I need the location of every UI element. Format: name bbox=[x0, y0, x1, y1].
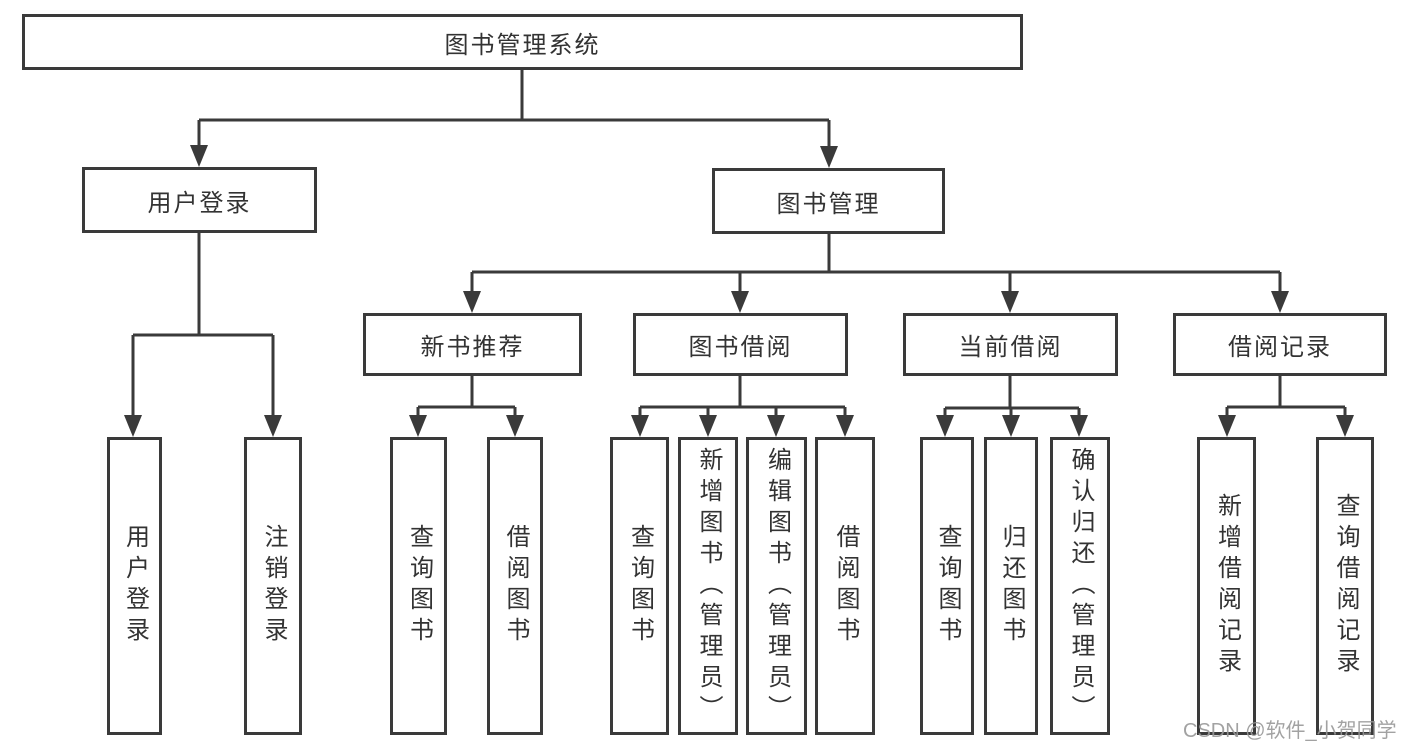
node-new-book-recommend: 新书推荐 bbox=[363, 313, 582, 376]
node-user-login: 用户登录 bbox=[82, 167, 317, 233]
node-book-borrowing: 图书借阅 bbox=[633, 313, 848, 376]
leaf-query-books-recommend: 查询图书 bbox=[390, 437, 447, 735]
leaf-confirm-return-admin: 确认归还（管理员） bbox=[1050, 437, 1110, 735]
arrowheads bbox=[124, 145, 1354, 437]
node-book-management: 图书管理 bbox=[712, 168, 945, 234]
node-borrowing-records: 借阅记录 bbox=[1173, 313, 1387, 376]
leaf-user-login: 用户登录 bbox=[107, 437, 162, 735]
leaf-return-books: 归还图书 bbox=[984, 437, 1038, 735]
leaf-add-books-admin: 新增图书（管理员） bbox=[678, 437, 738, 735]
leaf-borrow-books-recommend: 借阅图书 bbox=[487, 437, 543, 735]
leaf-borrow-books-borrowing: 借阅图书 bbox=[815, 437, 875, 735]
leaf-query-books-current: 查询图书 bbox=[920, 437, 974, 735]
node-current-borrowing: 当前借阅 bbox=[903, 313, 1118, 376]
leaf-logout: 注销登录 bbox=[244, 437, 302, 735]
node-root-library-management-system: 图书管理系统 bbox=[22, 14, 1023, 70]
csdn-watermark: CSDN @软件_小贺同学 bbox=[1183, 720, 1397, 742]
leaf-add-borrow-record: 新增借阅记录 bbox=[1197, 437, 1256, 735]
leaf-edit-books-admin: 编辑图书（管理员） bbox=[746, 437, 807, 735]
leaf-query-books-borrowing: 查询图书 bbox=[610, 437, 669, 735]
leaf-query-borrow-record: 查询借阅记录 bbox=[1316, 437, 1374, 735]
